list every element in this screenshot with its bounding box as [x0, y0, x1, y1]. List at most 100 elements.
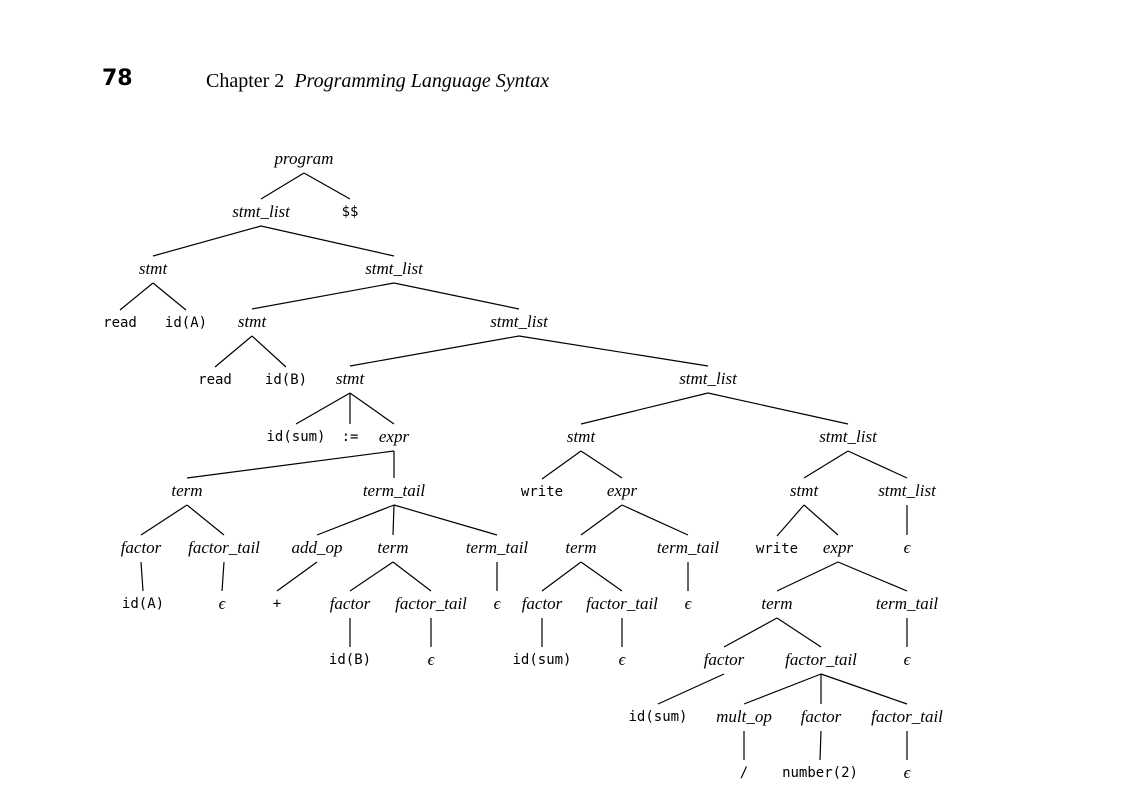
edge-stmt2-read2	[214, 335, 253, 368]
node-multop: mult_op	[716, 707, 772, 726]
node-eps1: ϵ	[219, 594, 227, 613]
node-num2: number(2)	[782, 765, 858, 781]
edge-sl3-stmt3	[349, 335, 520, 367]
edge-sl2-stmt2	[251, 282, 395, 310]
edge-tt1-tt2	[393, 504, 498, 536]
node-stmt3: stmt	[336, 369, 366, 388]
node-sl3: stmt_list	[490, 312, 549, 331]
node-factor3: factor	[522, 594, 563, 613]
node-idB1: id(B)	[265, 372, 307, 388]
edge-expr3-term4	[776, 561, 839, 592]
node-idA2: id(A)	[122, 596, 164, 612]
node-program: program	[274, 149, 334, 168]
edge-term2-factor2	[349, 561, 394, 592]
edge-term1-factor1	[140, 504, 188, 536]
edge-expr2-tt3	[621, 504, 689, 536]
node-sl5: stmt_list	[819, 427, 878, 446]
edge-ft1-eps1	[221, 561, 225, 592]
node-factor5: factor	[801, 707, 842, 726]
edge-term4-ft4	[776, 617, 822, 648]
node-plus: +	[273, 596, 281, 612]
node-term4: term	[761, 594, 792, 613]
edge-tt1-term2	[392, 504, 395, 536]
edge-sl4-sl5	[707, 392, 849, 425]
edge-sl5-stmt5	[803, 450, 849, 479]
node-tt3: term_tail	[657, 538, 720, 557]
node-stmt2: stmt	[238, 312, 268, 331]
node-read2: read	[198, 372, 232, 388]
node-term3: term	[565, 538, 596, 557]
page-number: 78	[102, 66, 133, 91]
node-factor1: factor	[121, 538, 162, 557]
edge-program-dollar	[303, 172, 351, 200]
node-sl6: stmt_list	[878, 481, 937, 500]
edge-tt1-addop	[316, 504, 395, 536]
chapter-heading: Chapter 2 Programming Language Syntax	[206, 70, 549, 93]
node-stmt5: stmt	[790, 481, 820, 500]
node-factor2: factor	[330, 594, 371, 613]
edge-factor1-idA2	[140, 561, 144, 592]
node-eps4: ϵ	[685, 594, 693, 613]
edge-ft4-multop	[743, 673, 822, 705]
chapter-title: Programming Language Syntax	[294, 70, 550, 92]
node-expr3: expr	[823, 538, 854, 557]
edge-sl1-sl2	[260, 225, 395, 257]
node-ft1: factor_tail	[188, 538, 260, 557]
node-expr1: expr	[379, 427, 410, 446]
edge-stmt4-expr2	[580, 450, 623, 479]
node-eps5: ϵ	[619, 650, 627, 669]
node-ft5: factor_tail	[871, 707, 943, 726]
edge-sl4-stmt4	[580, 392, 709, 425]
node-eps8: ϵ	[904, 763, 912, 782]
node-tt4: term_tail	[876, 594, 939, 613]
edge-addop-plus	[276, 561, 318, 592]
node-idA1: id(A)	[165, 315, 207, 331]
node-write1: write	[521, 484, 563, 500]
edge-term4-factor4	[723, 617, 778, 648]
node-idsum2: id(sum)	[512, 652, 571, 668]
tree-edges	[119, 172, 908, 761]
node-dollar: $$	[342, 204, 359, 220]
edge-sl5-sl6	[847, 450, 908, 479]
node-sl4: stmt_list	[679, 369, 738, 388]
node-addop: add_op	[292, 538, 343, 557]
node-idsum3: id(sum)	[628, 709, 687, 725]
edge-expr3-tt4	[837, 561, 908, 592]
node-term1: term	[171, 481, 202, 500]
edge-factor5-num2	[819, 730, 822, 761]
edge-stmt5-expr3	[803, 504, 839, 536]
node-slash: /	[740, 765, 748, 781]
node-sl1: stmt_list	[232, 202, 291, 221]
edge-term3-ft3	[580, 561, 623, 592]
edge-program-sl1	[260, 172, 305, 200]
node-expr2: expr	[607, 481, 638, 500]
node-assign: :=	[342, 429, 359, 445]
node-ft2: factor_tail	[395, 594, 467, 613]
edge-stmt3-idsum1	[295, 392, 351, 425]
chapter-label: Chapter 2	[206, 70, 285, 92]
edge-sl2-sl3	[393, 282, 520, 310]
node-read1: read	[103, 315, 137, 331]
edge-term3-factor3	[541, 561, 582, 592]
node-tt1: term_tail	[363, 481, 426, 500]
node-ft4: factor_tail	[785, 650, 857, 669]
node-sl2: stmt_list	[365, 259, 424, 278]
node-write2: write	[756, 541, 798, 557]
edge-ft4-ft5	[820, 673, 908, 705]
edge-expr1-term1	[186, 450, 395, 479]
edge-expr2-term3	[580, 504, 623, 536]
edge-sl3-sl4	[518, 335, 709, 367]
node-term2: term	[377, 538, 408, 557]
node-eps2: ϵ	[494, 594, 502, 613]
edge-factor4-idsum3	[657, 673, 725, 705]
node-ft3: factor_tail	[586, 594, 658, 613]
edge-term1-ft1	[186, 504, 225, 536]
edge-stmt3-expr1	[349, 392, 395, 425]
node-factor4: factor	[704, 650, 745, 669]
node-tt2: term_tail	[466, 538, 529, 557]
edge-stmt4-write1	[541, 450, 582, 480]
edge-stmt5-write2	[776, 504, 805, 537]
edge-stmt2-idB1	[251, 335, 287, 368]
